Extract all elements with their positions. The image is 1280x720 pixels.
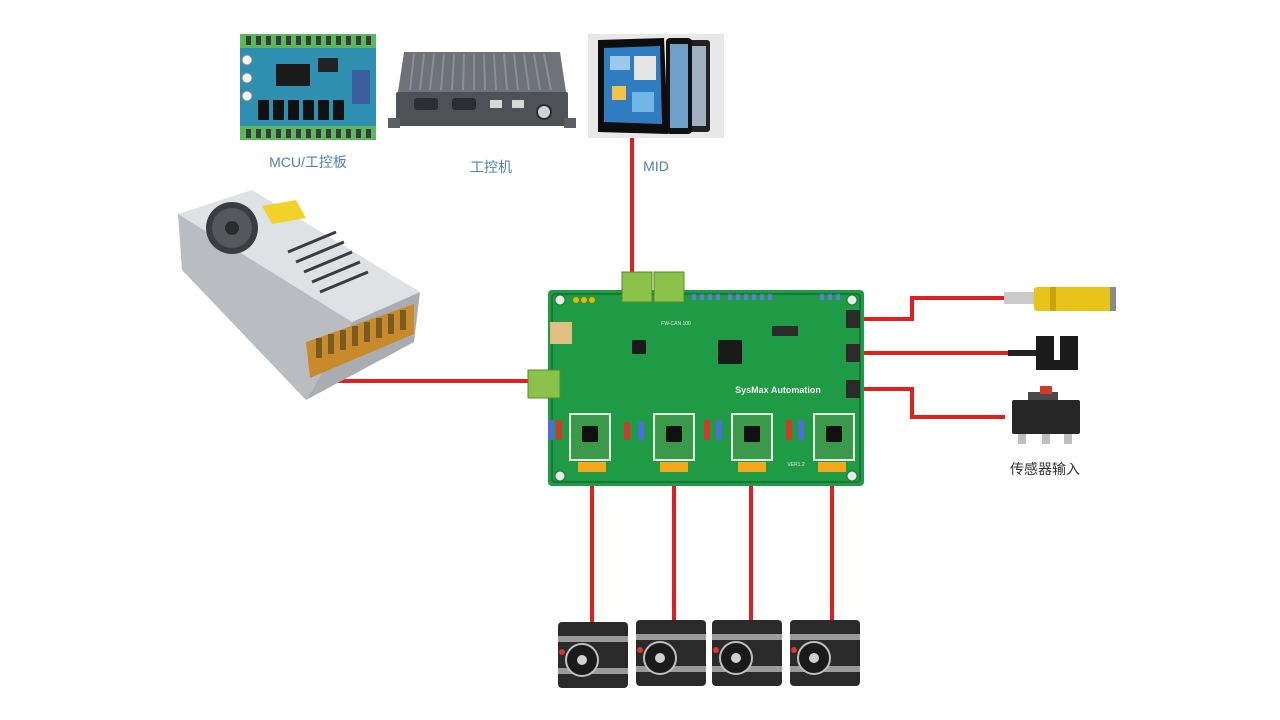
micro-switch-image	[1012, 386, 1080, 444]
board-brand: SysMax Automation	[735, 385, 821, 395]
controller-board: SysMax Automation FW-CAN 100 VER1.2	[527, 271, 864, 486]
mcu-chip	[718, 340, 742, 364]
wire-sensor-3	[862, 387, 1005, 419]
driver-module-1	[569, 413, 611, 472]
mcu-label: MCU/工控板	[269, 154, 347, 170]
can-connector-1	[621, 271, 653, 303]
driver-module-4	[813, 413, 855, 472]
stepper-motor-2	[636, 620, 706, 686]
stepper-motor-4	[790, 620, 860, 686]
mid-tablet-image	[588, 34, 724, 138]
can-connector-2	[653, 271, 685, 303]
ipc-label: 工控机	[470, 159, 512, 175]
slot-sensor-image	[1008, 336, 1078, 370]
industrial-pc-image	[388, 52, 576, 128]
sensor-input-label: 传感器输入	[1010, 461, 1080, 477]
driver-module-2	[653, 413, 695, 472]
board-model: FW-CAN 100	[661, 321, 691, 327]
stepper-motor-3	[712, 620, 782, 686]
mcu-board-image	[240, 34, 376, 140]
wire-sensor-1	[862, 296, 1005, 321]
power-connector	[527, 369, 561, 399]
stepper-motor-1	[558, 622, 628, 688]
photoelectric-sensor-image	[1004, 287, 1116, 311]
driver-module-3	[731, 413, 773, 472]
wire-psu-to-board	[334, 367, 528, 383]
power-supply-image	[178, 190, 420, 400]
mid-label: MID	[643, 158, 669, 174]
board-version: VER1.2	[787, 462, 804, 468]
